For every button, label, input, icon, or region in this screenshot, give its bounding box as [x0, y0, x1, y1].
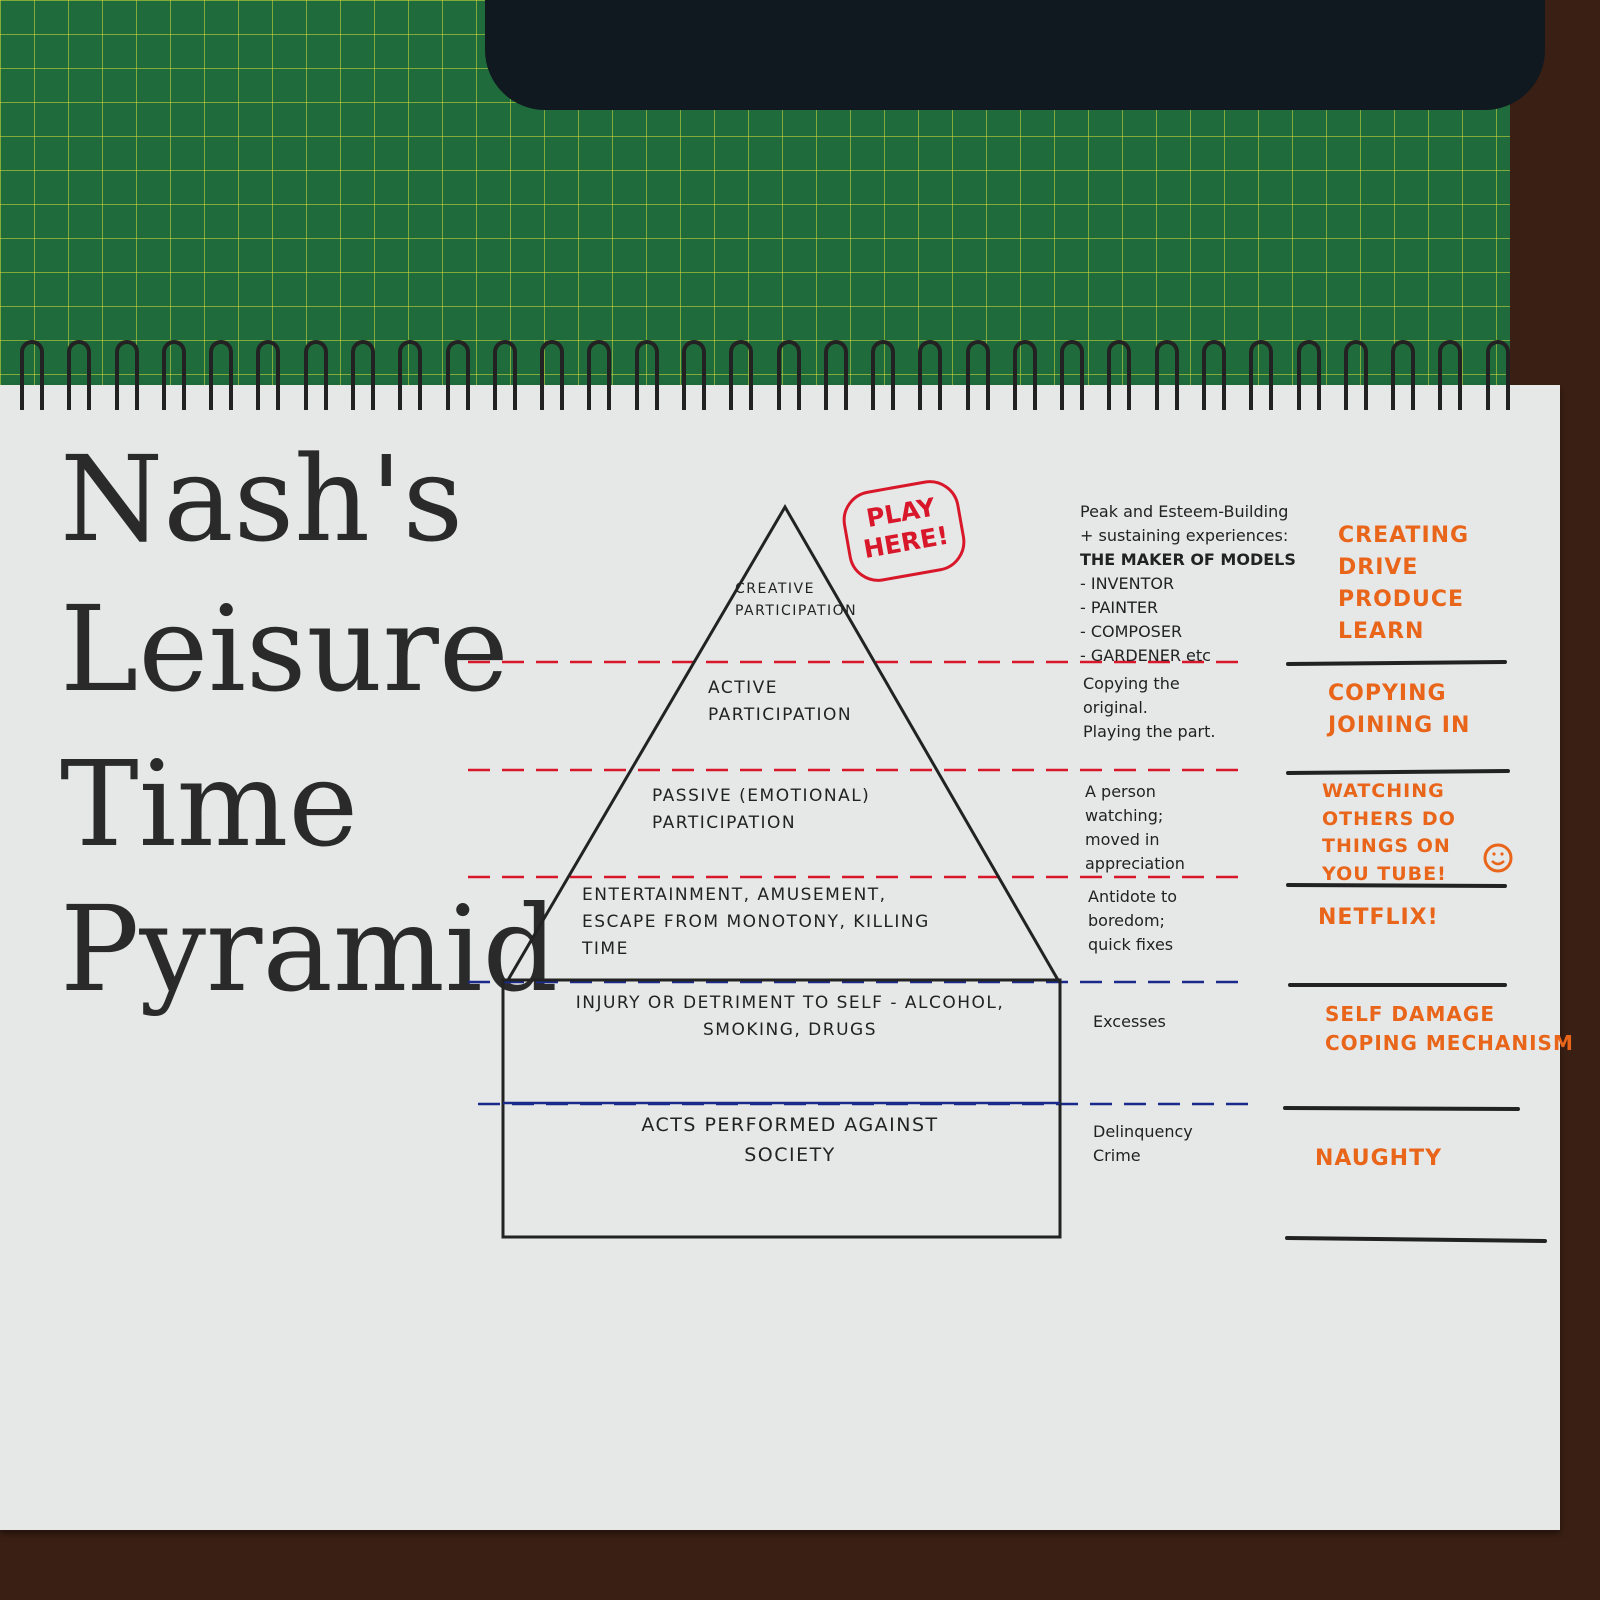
- spiral-ring: [918, 340, 943, 410]
- spiral-ring: [729, 340, 754, 410]
- spiral-ring: [350, 340, 375, 410]
- level-label: Passive (Emotional) Participation: [652, 786, 871, 834]
- spiral-binding: [20, 340, 1510, 420]
- spiral-ring: [1296, 340, 1321, 410]
- dark-bag: [485, 0, 1545, 110]
- level-tag: NETFLIX!: [1318, 902, 1439, 934]
- spiral-ring: [303, 340, 328, 410]
- sketchbook-page: [0, 385, 1560, 1530]
- spiral-ring: [1438, 340, 1463, 410]
- spiral-ring: [67, 340, 92, 410]
- tag-separator: [1286, 769, 1510, 775]
- note-line: + sustaining experiences:: [1080, 526, 1289, 545]
- tag-line: YOU TUBE!: [1322, 862, 1447, 885]
- spiral-ring: [823, 340, 848, 410]
- note-line: quick fixes: [1088, 935, 1174, 954]
- spiral-ring: [1202, 340, 1227, 410]
- title-line-1: Nash's: [60, 430, 464, 568]
- spiral-ring: [1107, 340, 1132, 410]
- note-line: THE MAKER OF MODELS: [1080, 550, 1296, 569]
- spiral-ring: [492, 340, 517, 410]
- tag-line: WATCHING: [1322, 780, 1445, 802]
- tag-line: THINGS ON: [1322, 835, 1451, 858]
- tag-line: COPYING: [1328, 681, 1447, 706]
- spiral-ring: [587, 340, 612, 410]
- tag-line: COPING MECHANISM: [1325, 1031, 1574, 1055]
- smiley-face-icon: [1483, 843, 1513, 873]
- spiral-ring: [871, 340, 896, 410]
- note-line: - COMPOSER: [1080, 622, 1183, 641]
- tag-separator: [1285, 1236, 1547, 1243]
- spiral-ring: [114, 340, 139, 410]
- spiral-ring: [1012, 340, 1037, 410]
- note-line: - GARDENER etc: [1080, 646, 1211, 665]
- note-line: Crime: [1093, 1146, 1141, 1165]
- tag-line: PRODUCE: [1338, 586, 1465, 612]
- note-line: A person: [1085, 782, 1156, 801]
- spiral-ring: [1391, 340, 1416, 410]
- tag-line: DRIVE: [1338, 554, 1419, 580]
- level-tag: SELF DAMAGE COPING MECHANISM: [1325, 1000, 1574, 1058]
- note-line: watching;: [1085, 806, 1164, 825]
- spiral-ring: [445, 340, 470, 410]
- title-line-2: Leisure: [60, 580, 509, 718]
- spiral-ring: [634, 340, 659, 410]
- title-line-4: Pyramid: [60, 880, 558, 1018]
- level-tag: WATCHING OTHERS DO THINGS ON YOU TUBE!: [1322, 778, 1456, 888]
- spiral-ring: [540, 340, 565, 410]
- note-line: original.: [1083, 698, 1148, 717]
- title-line-3: Time: [60, 735, 359, 873]
- level-note: A person watching; moved in appreciation: [1085, 780, 1185, 876]
- spiral-ring: [681, 340, 706, 410]
- level-label: Acts Performed Against Society: [641, 1114, 939, 1167]
- level-label: Active Participation: [708, 678, 853, 726]
- tag-line: JOINING IN: [1328, 712, 1471, 738]
- spiral-ring: [1485, 340, 1510, 410]
- note-line: - PAINTER: [1080, 598, 1159, 617]
- tag-line: LEARN: [1338, 618, 1425, 644]
- spiral-ring: [1060, 340, 1085, 410]
- tag-line: NETFLIX!: [1318, 905, 1439, 930]
- spiral-ring: [1343, 340, 1368, 410]
- tag-line: SELF DAMAGE: [1325, 1002, 1495, 1026]
- note-line: Playing the part.: [1083, 722, 1216, 741]
- note-line: Antidote to: [1088, 887, 1178, 906]
- tag-separator: [1286, 883, 1507, 888]
- level-label: Entertainment, Amusement, Escape from Mo…: [582, 885, 930, 960]
- spiral-ring: [1154, 340, 1179, 410]
- tag-separator: [1283, 1106, 1520, 1111]
- level-note: Copying the original. Playing the part.: [1083, 672, 1215, 744]
- note-line: appreciation: [1085, 854, 1185, 873]
- level-label: Injury or Detriment to Self - Alcohol, S…: [575, 993, 1005, 1041]
- note-line: - INVENTOR: [1080, 574, 1175, 593]
- level-label: Creative Participation: [735, 581, 858, 620]
- tag-line: NAUGHTY: [1315, 1146, 1443, 1171]
- spiral-ring: [161, 340, 186, 410]
- level-note: Antidote to boredom; quick fixes: [1088, 885, 1177, 957]
- spiral-ring: [965, 340, 990, 410]
- level-tag: CREATING DRIVE PRODUCE LEARN: [1338, 520, 1469, 648]
- level-note: Peak and Esteem-Building + sustaining exp…: [1080, 500, 1296, 668]
- tag-line: CREATING: [1338, 523, 1470, 548]
- level-tag: COPYING JOINING IN: [1328, 678, 1470, 742]
- tag-line: OTHERS DO: [1322, 807, 1456, 830]
- level-tag: NAUGHTY: [1315, 1143, 1442, 1175]
- note-line: moved in: [1085, 830, 1160, 849]
- level-note: Excesses: [1093, 1010, 1166, 1034]
- pyramid-base: [501, 978, 1062, 1239]
- spiral-ring: [20, 340, 44, 410]
- note-line: Excesses: [1093, 1012, 1166, 1031]
- spiral-ring: [776, 340, 801, 410]
- tag-separator: [1286, 660, 1507, 666]
- note-line: boredom;: [1088, 911, 1165, 930]
- spiral-ring: [398, 340, 423, 410]
- spiral-ring: [256, 340, 281, 410]
- note-line: Delinquency: [1093, 1122, 1193, 1141]
- spiral-ring: [1249, 340, 1274, 410]
- note-line: Peak and Esteem-Building: [1080, 502, 1289, 521]
- spiral-ring: [209, 340, 234, 410]
- note-line: Copying the: [1083, 674, 1180, 693]
